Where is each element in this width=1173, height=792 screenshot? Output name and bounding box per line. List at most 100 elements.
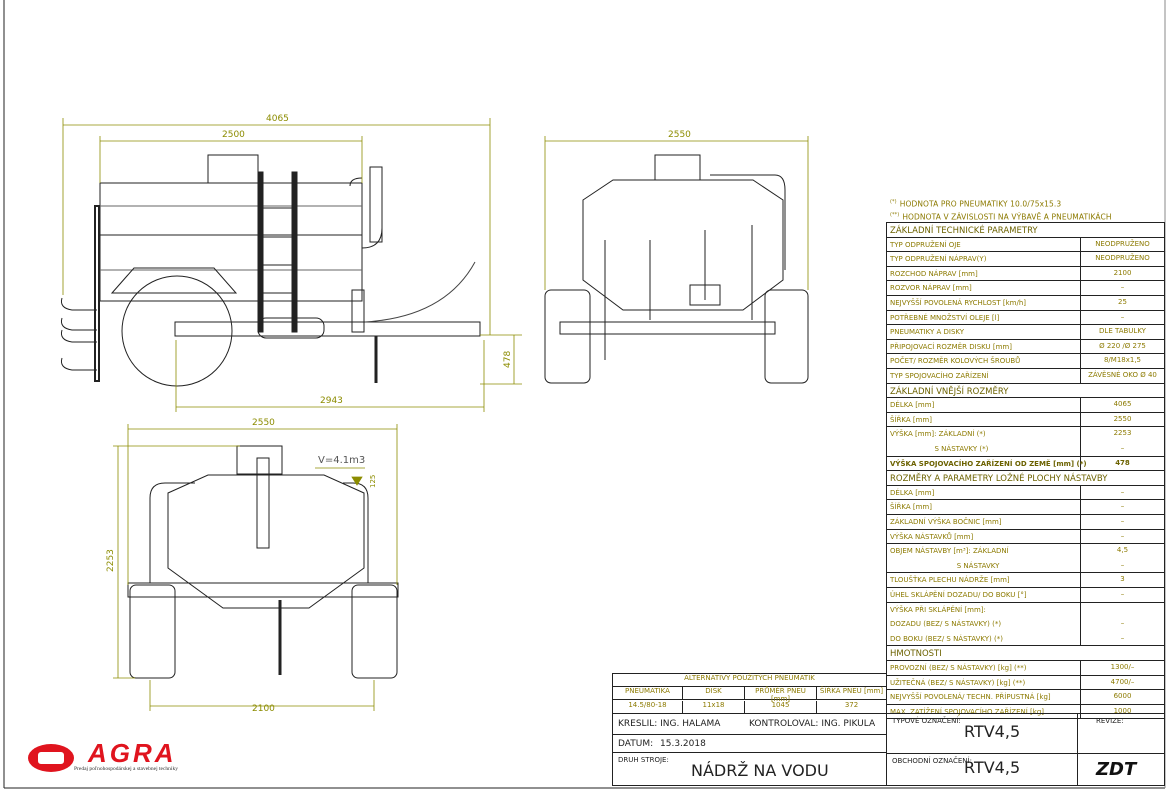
params-row: VÝŠKA NÁSTAVKŮ [mm]–	[886, 528, 1165, 545]
dim-wheel-to-hitch: 2943	[320, 396, 343, 406]
params-row: PŘIPOJOVACÍ ROZMĚR DISKU [mm]Ø 220 /Ø 27…	[886, 338, 1165, 355]
front-wheel-left	[129, 584, 176, 679]
dim-hitch-height: 478	[503, 350, 513, 368]
params-label-cell: VÝŠKA [mm]: ZÁKLADNÍ (*) S NÁSTAVKY (*)	[887, 427, 1081, 456]
params-label: HMOTNOSTI	[890, 649, 942, 660]
params-label: ROZMĚRY A PARAMETRY LOŽNÉ PLOCHY NÁSTAVB…	[890, 474, 1108, 485]
dimension-lines	[62, 118, 809, 711]
params-label-cell: ZÁKLADNÍ VÝŠKA BOČNIC [mm]	[887, 515, 1081, 529]
agra-logo: AGRA Predaj poľnohospodárskej a stavebne…	[28, 738, 203, 776]
params-row: MAX. ZATÍŽENÍ SPOJOVACÍHO ZAŘÍZENÍ [kg]1…	[886, 703, 1165, 720]
params-label: ROZCHOD NÁPRAV [mm]	[890, 269, 978, 278]
type-label: TYPOVÉ OZNAČENÍ:	[892, 717, 961, 725]
params-label-cell: VÝŠKA PŘI SKLÁPĚNÍ [mm]:DOZADU (BEZ/ S N…	[887, 602, 1081, 646]
params-value: 25	[1118, 298, 1127, 306]
params-label-cell: DÉLKA [mm]	[887, 398, 1081, 412]
params-value: 2100	[1113, 268, 1132, 277]
params-label: ŠÍŘKA [mm]	[890, 415, 932, 424]
params-value: Ø 220 /Ø 275	[1099, 341, 1146, 350]
params-value: 4700/–	[1110, 677, 1135, 686]
title-block-authors: KRESLIL: ING. HALAMA KONTROLOVAL: ING. P…	[612, 713, 887, 735]
front-wheel-right	[351, 584, 398, 679]
params-label: ZÁKLADNÍ TECHNICKÉ PARAMETRY	[890, 226, 1038, 236]
zdt-logo: ZDT	[1096, 759, 1137, 780]
footnote-2: (**)HODNOTA V ZÁVISLOSTI NA VÝBAVĚ A PNE…	[890, 212, 1112, 222]
trade-label: OBCHODNÍ OZNAČENÍ:	[892, 757, 972, 765]
params-label-cell: POTŘEBNÉ MNOŽSTVÍ OLEJE [l]	[887, 310, 1081, 325]
params-label-cell: ŠÍŘKA [mm]	[887, 500, 1081, 514]
params-label: VÝŠKA SPOJOVACÍHO ZAŘÍZENÍ OD ZEMĚ [mm] …	[890, 459, 1087, 468]
drawn-by: KRESLIL: ING. HALAMA	[618, 719, 721, 729]
params-label-cell: TYP ODPRUŽENÍ NÁPRAV(Y)	[887, 252, 1081, 266]
params-value: NEODPRUŽENO	[1095, 239, 1150, 248]
params-label-cell: ZÁKLADNÍ TECHNICKÉ PARAMETRY	[887, 223, 1164, 237]
params-row: PROVOZNÍ (BEZ/ S NÁSTAVKY) [kg] (**) 1300…	[886, 660, 1165, 676]
footnote-1: (*)HODNOTA PRO PNEUMATIKY 10.0/75x15.3	[890, 199, 1062, 209]
params-value: 1300/–	[1110, 663, 1135, 671]
params-label-cell: OBJEM NÁSTAVBY [m³]: ZÁKLADNÍ S NÁSTAVKY	[887, 544, 1081, 573]
params-value: –	[1120, 502, 1125, 511]
params-label-cell: PROVOZNÍ (BEZ/ S NÁSTAVKY) [kg] (**)	[887, 661, 1081, 675]
dim-front-width: 2550	[252, 418, 275, 428]
agra-wordmark: AGRA	[88, 738, 177, 768]
trade-value: RTV4,5	[964, 758, 1021, 777]
revision-label: REVIZE:	[1096, 717, 1124, 725]
params-label: TLOUŠŤKA PLECHU NÁDRŽE [mm]	[890, 576, 1010, 585]
params-label-cell: HMOTNOSTI	[887, 646, 1164, 660]
params-value: 1000	[1113, 706, 1132, 715]
params-label-cell: ROZVOR NÁPRAV [mm]	[887, 281, 1081, 295]
params-row: ROZVOR NÁPRAV [mm]–	[886, 280, 1165, 296]
dim-height: 2253	[106, 549, 116, 572]
tires-cell: 372	[844, 701, 859, 709]
params-value: 478	[1115, 458, 1130, 467]
params-value: –	[1120, 487, 1125, 496]
checked-by: KONTROLOVAL: ING. PIKULA	[749, 719, 876, 729]
dim-volume: V=4.1m3	[318, 455, 366, 466]
params-value: –	[1120, 619, 1125, 628]
params-label: ZÁKLADNÍ VNĚJŠÍ ROZMĚRY	[890, 386, 1009, 397]
tractor-icon	[28, 744, 74, 772]
params-value: –	[1120, 312, 1125, 321]
params-label: VÝŠKA [mm]: ZÁKLADNÍ (*)	[890, 430, 986, 439]
params-section-header: ZÁKLADNÍ VNĚJŠÍ ROZMĚRY	[886, 382, 1165, 399]
params-value: ZÁVĚSNÉ OKO Ø 40	[1088, 371, 1157, 379]
side-view	[61, 154, 481, 387]
params-row: VÝŠKA PŘI SKLÁPĚNÍ [mm]:DOZADU (BEZ/ S N…	[886, 601, 1165, 647]
params-label: TYP ODPRUŽENÍ OJE	[890, 240, 961, 249]
params-label-cell: PNEUMATIKY A DISKY	[887, 325, 1081, 339]
params-row: ŠÍŘKA [mm] –	[886, 499, 1165, 515]
params-row: DÉLKA [mm]4065	[886, 397, 1165, 413]
tires-table: ALTERNATIVY POUŽITÝCH PNEUMATIK PNEUMATI…	[612, 673, 887, 714]
params-label-cell: DÉLKA [mm]	[887, 485, 1081, 500]
params-row: TYP ODPRUŽENÍ NÁPRAV(Y)NEODPRUŽENO	[886, 251, 1165, 267]
params-row: ŠÍŘKA [mm]2550	[886, 411, 1165, 428]
dim-track: 2100	[252, 704, 275, 714]
params-value: 8/M18x1,5	[1103, 356, 1142, 365]
params-label: ÚHEL SKLÁPĚNÍ DOZADU/ DO BOKU [°]	[890, 591, 1027, 599]
params-label: POTŘEBNÉ MNOŽSTVÍ OLEJE [l]	[890, 313, 1000, 322]
agra-tagline: Predaj poľnohospodárskej a stavebnej tec…	[74, 766, 178, 772]
params-section-header: ZÁKLADNÍ TECHNICKÉ PARAMETRY	[886, 222, 1165, 238]
params-row: POTŘEBNÉ MNOŽSTVÍ OLEJE [l] –	[886, 309, 1165, 326]
params-value: 4,5	[1116, 546, 1129, 555]
params-label-cell: UŽITEČNÁ (BEZ/ S NÁSTAVKY) [kg] (**)	[887, 675, 1081, 690]
params-label-cell: ZÁKLADNÍ VNĚJŠÍ ROZMĚRY	[887, 384, 1164, 398]
rear-view	[544, 154, 809, 384]
params-section-header: HMOTNOSTI	[886, 645, 1165, 661]
front-view	[127, 445, 399, 679]
params-row: NEJVYŠŠÍ POVOLENÁ RYCHLOST [km/h] 25	[886, 295, 1165, 311]
params-label: DOZADU (BEZ/ S NÁSTAVKY) (*)	[890, 620, 1002, 629]
params-label-cell: NEJVYŠŠÍ POVOLENÁ RYCHLOST [km/h]	[887, 296, 1081, 310]
params-label: NEJVYŠŠÍ POVOLENÁ/ TECHN. PŘÍPUSTNÁ [kg]	[890, 693, 1051, 702]
params-label-cell: TYP ODPRUŽENÍ OJE	[887, 237, 1081, 252]
params-label: ROZVOR NÁPRAV [mm]	[890, 284, 972, 293]
params-row: OBJEM NÁSTAVBY [m³]: ZÁKLADNÍ S NÁSTAVKY…	[886, 543, 1165, 574]
params-value: –	[1120, 531, 1125, 540]
zdt-logo-box: ZDT	[1077, 753, 1165, 786]
params-row: UŽITEČNÁ (BEZ/ S NÁSTAVKY) [kg] (**) 4700…	[886, 674, 1165, 691]
params-label: UŽITEČNÁ (BEZ/ S NÁSTAVKY) [kg] (**)	[890, 678, 1026, 687]
type-value: RTV4,5	[964, 722, 1021, 741]
